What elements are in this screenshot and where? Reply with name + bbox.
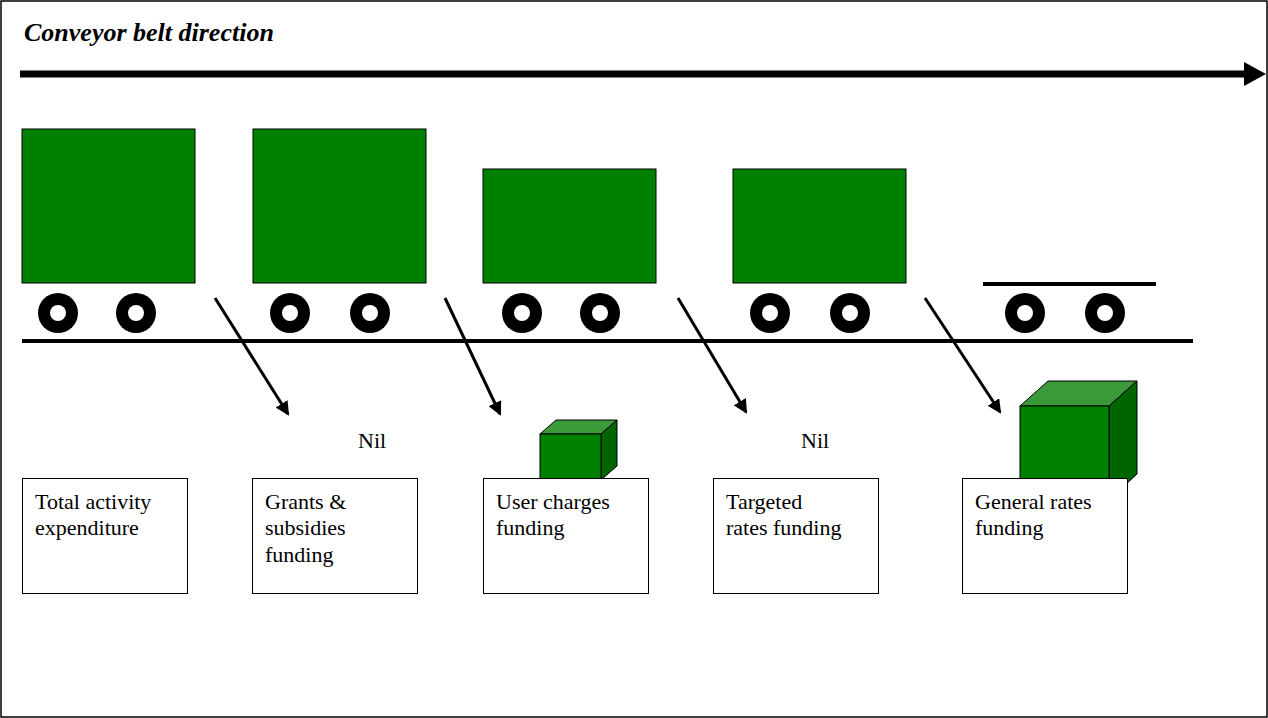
wheel-hub: [50, 305, 66, 321]
wheel: [116, 293, 156, 333]
wheel-hub: [362, 305, 378, 321]
wheel-hub: [592, 305, 608, 321]
wheel-hub: [128, 305, 144, 321]
wheel: [1085, 293, 1125, 333]
cart-wheels: [38, 293, 1125, 333]
wheel: [750, 293, 790, 333]
wheel: [580, 293, 620, 333]
wheel: [270, 293, 310, 333]
funding-box: User charges funding: [483, 478, 649, 594]
box-text: Targeted rates funding: [726, 489, 848, 542]
wheel: [502, 293, 542, 333]
wheel: [830, 293, 870, 333]
funding-box: Grants & subsidies funding: [252, 478, 418, 594]
offload-arrows: [215, 298, 1000, 414]
wheel-hub: [842, 305, 858, 321]
funding-box: General rates funding: [962, 478, 1128, 594]
wheel-hub: [1017, 305, 1033, 321]
box-text: User charges funding: [496, 489, 618, 542]
wheel: [38, 293, 78, 333]
nil-label: Nil: [358, 428, 386, 454]
small-cube: [540, 420, 617, 480]
conveyor-track: [22, 339, 1193, 343]
cart-bodies: [22, 129, 906, 283]
direction-arrowhead: [1244, 62, 1266, 86]
wheel-hub: [1097, 305, 1113, 321]
empty-cart-platform: [983, 282, 1156, 286]
box-text: General rates funding: [975, 489, 1097, 542]
wheel-hub: [514, 305, 530, 321]
funding-box: Total activity expenditure: [22, 478, 188, 594]
wheel: [350, 293, 390, 333]
wheel-hub: [282, 305, 298, 321]
box-text: Grants & subsidies funding: [265, 489, 387, 568]
nil-label: Nil: [801, 428, 829, 454]
wheel-hub: [762, 305, 778, 321]
funding-box: Targeted rates funding: [713, 478, 879, 594]
box-text: Total activity expenditure: [35, 489, 157, 542]
direction-arrow: [20, 71, 1246, 78]
diagram-title: Conveyor belt direction: [24, 18, 274, 48]
wheel: [1005, 293, 1045, 333]
